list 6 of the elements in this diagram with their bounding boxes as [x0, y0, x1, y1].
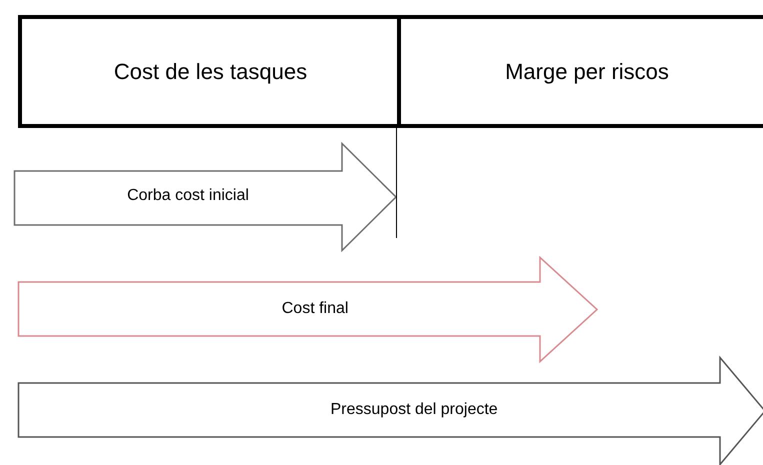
cell-label: Cost de les tasques	[114, 58, 308, 84]
bar-label: Pressupost del projecte	[330, 401, 498, 419]
table-cell	[397, 15, 763, 128]
bar-label: Cost final	[282, 300, 348, 318]
cell-label: Marge per riscos	[505, 58, 669, 84]
bar-label: Corba cost inicial	[127, 187, 249, 205]
